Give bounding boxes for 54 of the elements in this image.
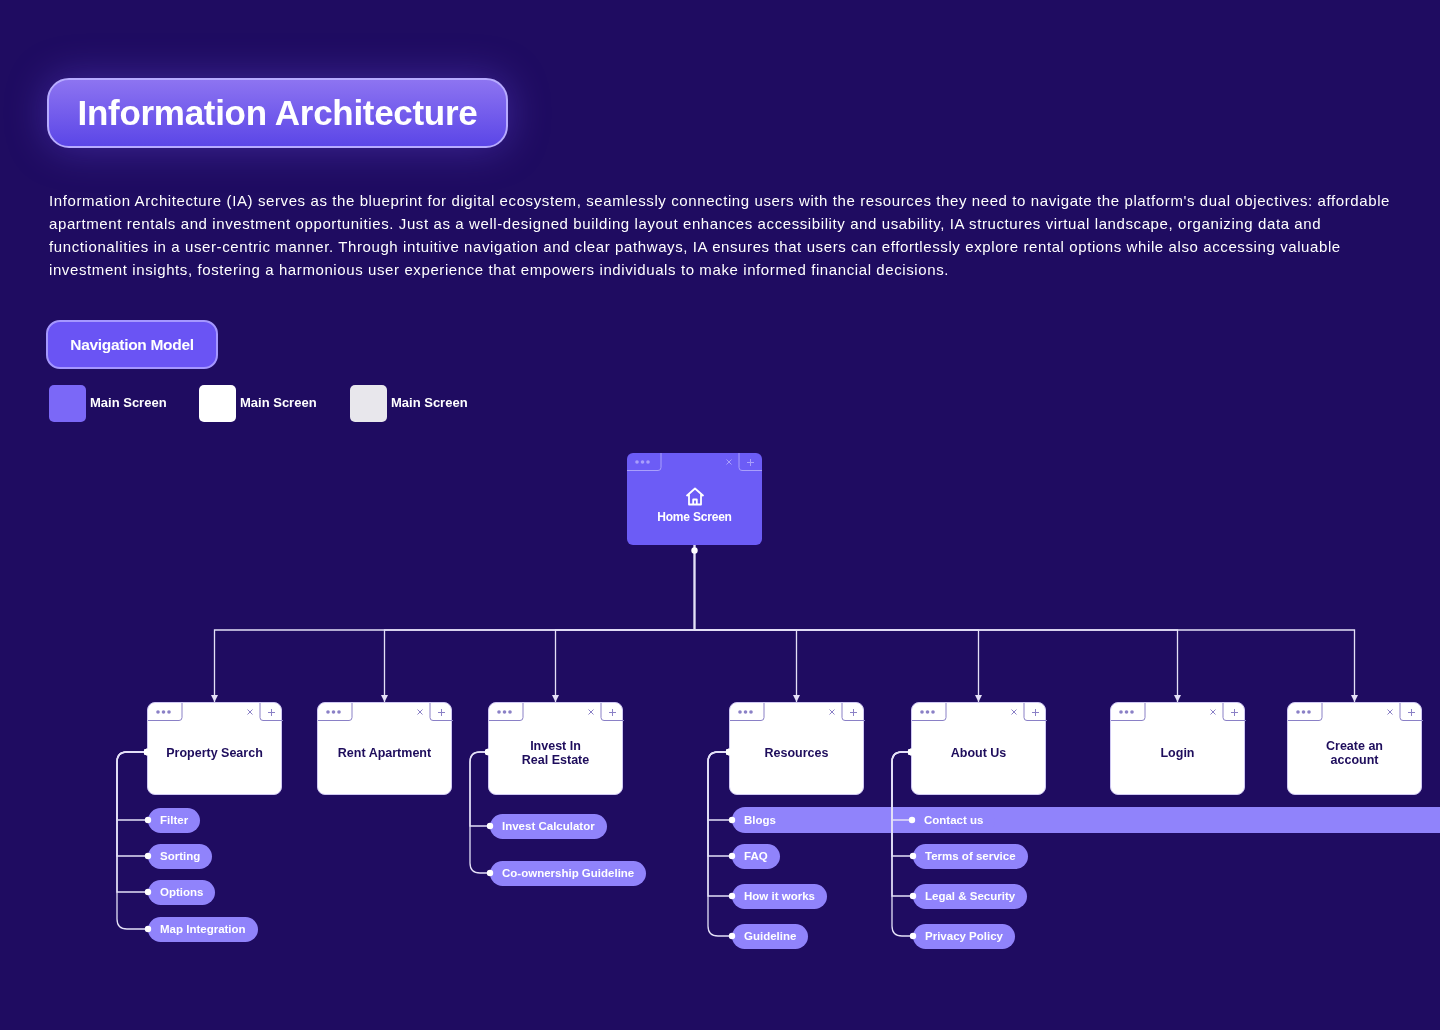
sub-page-tag — [148, 843, 213, 869]
sub-page-tag — [148, 879, 216, 905]
sub-page-label: Options — [160, 886, 204, 898]
sub-page-tag — [913, 923, 1015, 949]
sub-page-bar — [732, 807, 1440, 833]
screen-title: Resources — [764, 746, 829, 760]
sub-page-tag — [913, 843, 1028, 869]
sub-page-label: Sorting — [160, 850, 201, 862]
screen-window — [1110, 702, 1245, 795]
sub-page-tag — [732, 883, 827, 909]
sub-page-label: Co-ownership Guideline — [502, 867, 635, 879]
dot-connector — [116, 748, 152, 933]
screen-window — [317, 702, 452, 795]
title-banner: Information Architecture — [47, 78, 508, 148]
sub-page-tag — [913, 883, 1028, 909]
screen-title: Home Screen — [657, 509, 732, 524]
screen-window — [147, 702, 282, 795]
screen-title: Login — [1160, 746, 1195, 760]
screen-title: Invest In Real Estate — [520, 739, 591, 767]
dot-connector — [469, 748, 494, 877]
legend-label: Main Screen — [240, 395, 317, 410]
sub-page-label: Terms of service — [925, 850, 1016, 862]
sub-page-label: Contact us — [924, 814, 984, 826]
sub-page-tag — [490, 860, 647, 886]
description-paragraph: Information Architecture (IA) serves as the blueprint for digital ecosystem, seamlessly connecting users with the resources they need to navigate the platform's dual objectives: affordable apartment rentals and investment opportunities. Just as a well-designed building layout enhances accessibility and usability, IA structures virtual landscape, organizing data and functionalities in a user-centric manner. Through intuitive navigation and clear pathways, IA ensures that users can effortlessly explore rental options while also accessing valuable investment insights, fostering a harmonious user experience that empowers individuals to make informed financial decisions. — [49, 191, 1391, 280]
screen-title: Create an account — [1325, 739, 1384, 767]
legend-label: Main Screen — [391, 395, 468, 410]
sub-page-label: Map Integration — [160, 923, 246, 935]
screen-window — [1287, 702, 1422, 795]
screen-title: Property Search — [166, 746, 263, 760]
legend-label: Main Screen — [90, 395, 167, 410]
screen-window — [488, 702, 623, 795]
sub-page-tag — [732, 843, 780, 869]
screen-window — [911, 702, 1046, 795]
arrow — [693, 544, 1358, 703]
sub-page-label: Invest Calculator — [502, 820, 595, 832]
screen-title: About Us — [950, 746, 1007, 760]
screen-window — [729, 702, 864, 795]
sub-page-tag — [732, 923, 809, 949]
sub-page-label: Blogs — [744, 814, 776, 826]
sub-page-label: Guideline — [744, 930, 797, 942]
sub-page-label: Filter — [160, 814, 189, 826]
section-heading: Navigation Model — [46, 320, 218, 369]
sub-page-tag — [490, 813, 607, 839]
sub-page-label: FAQ — [744, 850, 768, 862]
screen-title: Rent Apartment — [337, 746, 432, 760]
dot-connector — [707, 748, 736, 940]
sub-page-tag — [148, 916, 258, 942]
sub-page-label: Privacy Policy — [925, 930, 1003, 942]
home-screen-window — [627, 453, 762, 545]
sub-page-label: Legal & Security — [925, 890, 1016, 902]
sub-page-label: How it works — [744, 890, 815, 902]
sub-page-tag — [148, 807, 201, 833]
dot-connector — [891, 748, 917, 940]
